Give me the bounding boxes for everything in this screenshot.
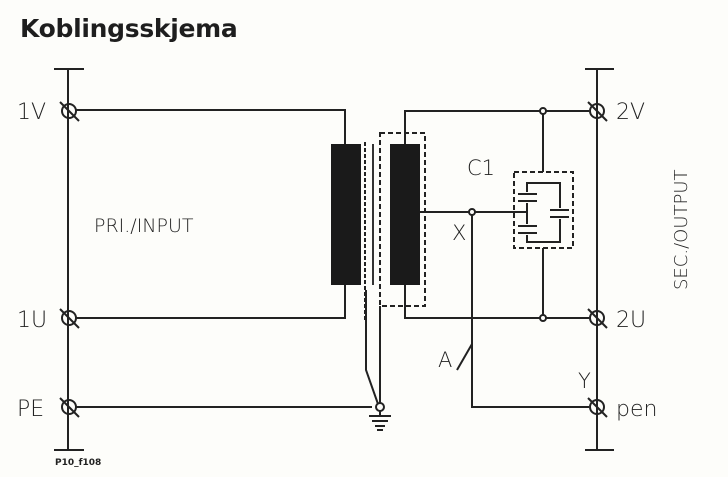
node-x-label: X bbox=[452, 221, 466, 245]
junction-earth bbox=[375, 402, 385, 412]
wire-2u bbox=[404, 285, 589, 319]
c1-left-bottom bbox=[526, 235, 543, 243]
primary-label: PRI./INPUT bbox=[94, 215, 194, 237]
c1-right-branch-top bbox=[543, 182, 561, 208]
primary-winding bbox=[331, 144, 361, 285]
terminal-2v-icon bbox=[587, 101, 608, 122]
terminal-1v-icon bbox=[59, 101, 80, 122]
shield-box bbox=[379, 132, 426, 307]
terminal-1u-label: 1U bbox=[17, 308, 47, 333]
terminal-pe-label: PE bbox=[17, 397, 44, 422]
junction-x bbox=[468, 208, 476, 216]
terminal-pen-icon bbox=[587, 397, 608, 418]
terminal-pen-label: pen bbox=[616, 397, 657, 422]
diagram-title: Koblingsskjema bbox=[20, 14, 238, 43]
secondary-label: SEC./OUTPUT bbox=[671, 169, 692, 290]
earth-ground-icon bbox=[369, 415, 391, 431]
terminal-pe-icon bbox=[59, 397, 80, 418]
junction-2v bbox=[539, 107, 547, 115]
c1-box bbox=[513, 171, 574, 249]
wire-core-earth bbox=[365, 290, 379, 405]
link-a-label: A bbox=[438, 348, 452, 372]
c1-right-branch-bottom bbox=[543, 219, 561, 243]
wire-x-to-pen bbox=[471, 212, 589, 408]
c1-left-branch bbox=[526, 182, 543, 192]
wire-1u bbox=[76, 285, 346, 319]
figure-id: P10_f108 bbox=[55, 458, 101, 468]
capacitor-label: C1 bbox=[467, 156, 495, 180]
wire-2v bbox=[404, 110, 589, 144]
terminal-1u-icon bbox=[59, 308, 80, 329]
node-y-label: Y bbox=[578, 369, 591, 393]
terminal-1v-label: 1V bbox=[17, 100, 46, 125]
junction-2u bbox=[539, 314, 547, 322]
wire-1v bbox=[76, 109, 346, 144]
terminal-2v-label: 2V bbox=[616, 100, 645, 125]
secondary-winding bbox=[390, 144, 420, 285]
link-a-slash bbox=[456, 343, 473, 371]
terminal-2u-label: 2U bbox=[616, 308, 646, 333]
terminal-2u-icon bbox=[587, 308, 608, 329]
